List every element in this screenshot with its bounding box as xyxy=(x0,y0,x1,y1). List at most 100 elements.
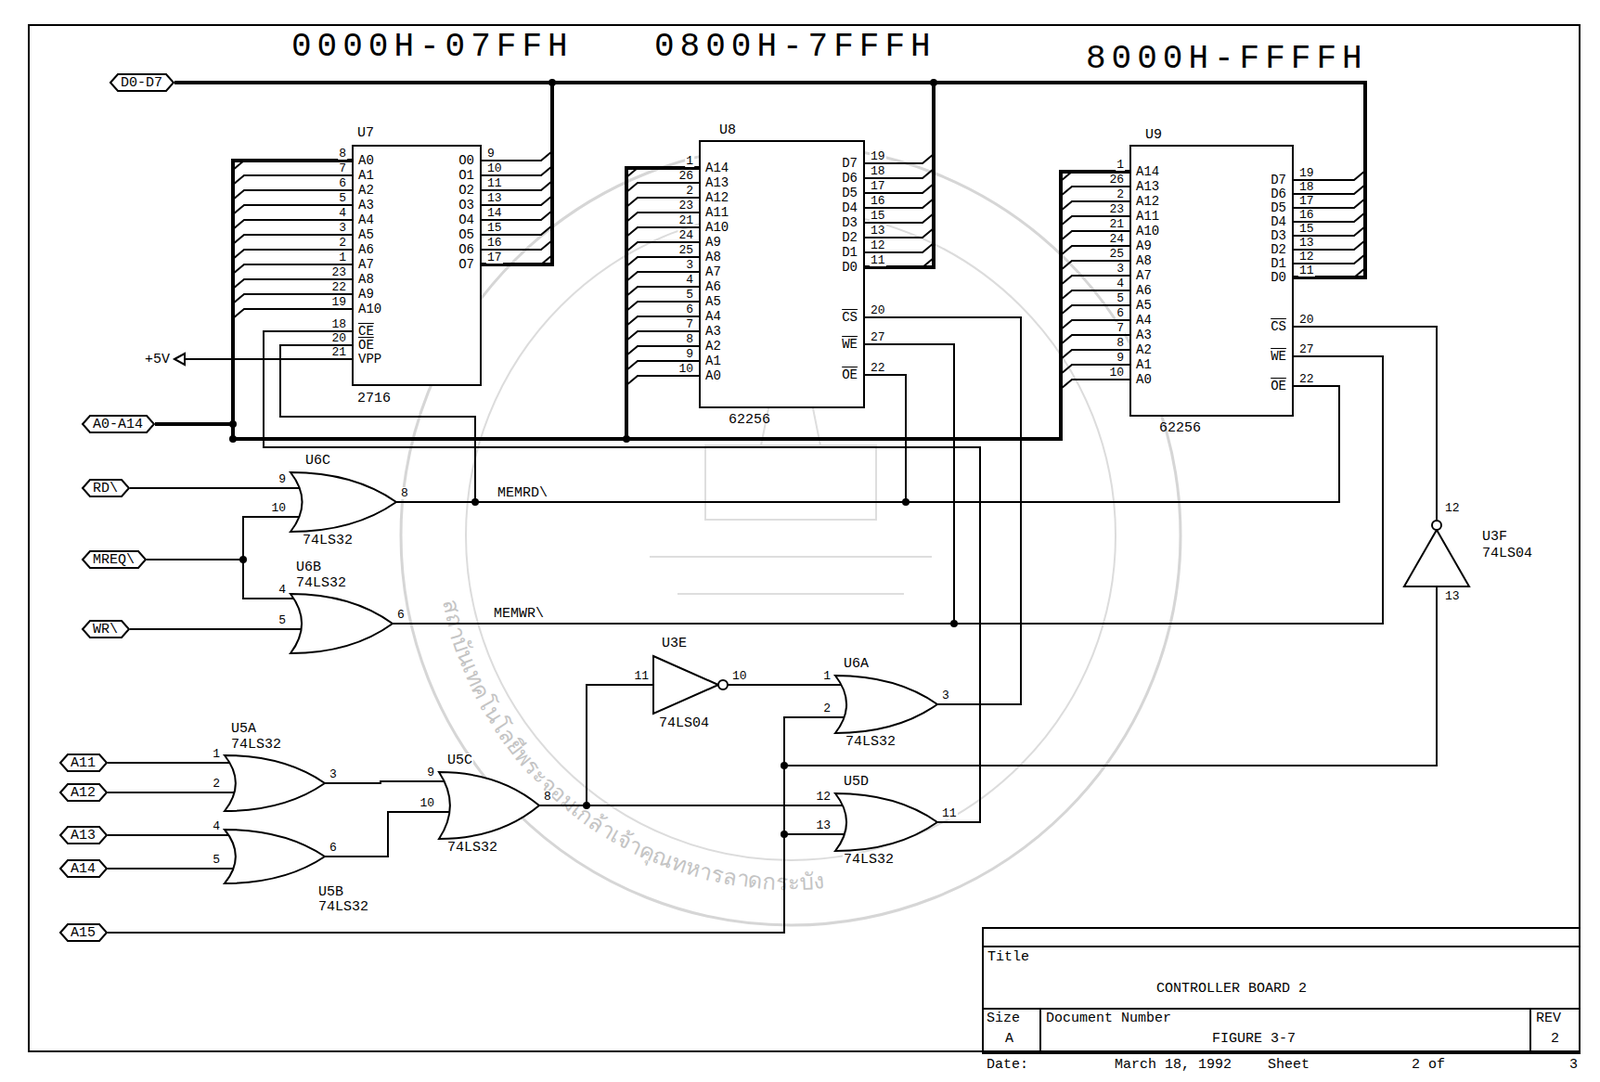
port-name: A12 xyxy=(70,786,96,800)
pin-name: A0 xyxy=(705,369,722,383)
pin-number: 15 xyxy=(486,221,504,234)
wire xyxy=(154,160,352,425)
port-connector: MREQ\ xyxy=(81,550,147,569)
pin-name: D6 xyxy=(1270,187,1287,201)
part-number: 74LS04 xyxy=(1481,546,1534,561)
memory-chip: U8A14A13A12A11A10A9A8A7A6A5A4A3A2A1A0D7D… xyxy=(698,140,865,409)
pin-name: D2 xyxy=(841,231,858,245)
pin-number: 26 xyxy=(1108,173,1125,186)
pin-stub xyxy=(232,309,352,319)
pin-number: 17 xyxy=(869,180,887,193)
pin-number: 10 xyxy=(418,797,436,810)
memory-chip: U7A0A1A2A3A4A5A6A7A8A9A10CEOEVPPO0O1O2O3… xyxy=(351,144,482,387)
pin-name: D1 xyxy=(841,245,858,259)
title-block-cell: Sheet xyxy=(1266,1058,1311,1072)
inverter-gate: U3F74LS04 xyxy=(1403,520,1471,588)
pin-number: 14 xyxy=(486,206,504,220)
gate-name: U5A xyxy=(230,722,258,736)
pin-number: 8 xyxy=(542,790,553,803)
port-name: A11 xyxy=(70,756,96,771)
or-gate-symbol xyxy=(835,675,938,734)
pin-number: 22 xyxy=(330,281,348,294)
pin-number: 21 xyxy=(677,214,695,227)
pin-name: CE xyxy=(358,324,375,338)
pin-number: 17 xyxy=(486,251,504,264)
pin-number: 16 xyxy=(1298,208,1316,221)
pin-number: 5 xyxy=(337,192,348,205)
pin-number: 13 xyxy=(814,819,832,832)
pin-name: A12 xyxy=(705,191,729,205)
pin-number: 1 xyxy=(1115,158,1125,171)
pin-name: D7 xyxy=(841,156,858,170)
title-block-cell: A xyxy=(1004,1032,1015,1046)
pin-number: 12 xyxy=(1298,250,1316,263)
pin-number: 2 xyxy=(684,184,695,197)
pin-name: A5 xyxy=(1135,298,1152,312)
or-gate-symbol xyxy=(835,793,938,852)
pin-stub xyxy=(232,219,352,230)
pin-number: 7 xyxy=(684,318,695,331)
part-number: 74LS04 xyxy=(658,716,710,731)
pin-number: 6 xyxy=(337,177,348,190)
pin-number: 4 xyxy=(337,206,348,220)
pin-name: O3 xyxy=(458,198,475,212)
inverter-gate: U3E74LS04 xyxy=(653,655,728,715)
pin-number: 13 xyxy=(1444,590,1461,603)
pin-name: OE xyxy=(1270,379,1287,393)
pin-stub xyxy=(232,249,352,259)
pin-number: 22 xyxy=(1298,373,1316,386)
pin-number: 9 xyxy=(684,348,695,361)
wire xyxy=(154,171,1130,439)
pin-name: OE xyxy=(841,368,858,382)
pin-name: D3 xyxy=(1270,229,1287,243)
signal-name: MEMWR\ xyxy=(492,606,545,621)
or-gate-symbol xyxy=(290,593,393,654)
pin-name: A8 xyxy=(358,272,375,286)
pin-number: 19 xyxy=(1298,167,1316,180)
wire xyxy=(324,781,439,784)
pin-name: O5 xyxy=(458,228,475,242)
title-block-cell: CONTROLLER BOARD 2 xyxy=(1155,981,1308,996)
pin-stub xyxy=(1060,379,1130,389)
pin-number: 11 xyxy=(632,670,650,683)
pin-number: 6 xyxy=(1115,307,1125,320)
wire xyxy=(864,317,1021,705)
port-name: RD\ xyxy=(92,481,118,496)
or-gate-symbol xyxy=(290,472,397,532)
title-block-cell: Document Number xyxy=(1045,1011,1173,1026)
part-number: 74LS32 xyxy=(844,735,897,749)
pin-name: A2 xyxy=(705,339,722,353)
signal-name: +5V xyxy=(143,352,171,367)
pin-number: 1 xyxy=(684,154,695,168)
pin-number: 15 xyxy=(869,209,887,222)
memory-chip: U9A14A13A12A11A10A9A8A7A6A5A4A3A2A1A0D7D… xyxy=(1129,144,1294,417)
gate-name: U5D xyxy=(842,774,870,789)
pin-name: A5 xyxy=(358,228,375,242)
pin-name: O4 xyxy=(458,213,475,227)
port-connector: A12 xyxy=(59,783,108,802)
pin-number: 20 xyxy=(1298,313,1316,326)
title-block-cell: Date: xyxy=(985,1058,1030,1072)
pin-number: 3 xyxy=(941,689,951,702)
pin-number: 22 xyxy=(869,361,887,375)
pin-number: 27 xyxy=(1298,343,1316,356)
pin-number: 13 xyxy=(869,224,887,237)
pin-name: WE xyxy=(841,337,858,351)
wire xyxy=(129,487,291,490)
pin-name: O0 xyxy=(458,154,475,168)
pin-name: A1 xyxy=(358,168,375,182)
pin-name: A2 xyxy=(1135,343,1152,357)
pin-number: 1 xyxy=(211,748,221,761)
title-block-cell: 2 of xyxy=(1410,1058,1446,1072)
or-gate: U5D74LS32 xyxy=(835,793,938,852)
port-name: MREQ\ xyxy=(92,553,135,568)
pin-number: 3 xyxy=(337,221,348,234)
pin-number: 10 xyxy=(486,162,504,175)
gate-name: U3E xyxy=(660,636,688,651)
or-gate: U6C74LS32 xyxy=(290,472,397,532)
pin-number: 17 xyxy=(1298,194,1316,207)
pin-number: 3 xyxy=(1115,262,1125,275)
wire xyxy=(392,344,955,624)
pin-name: A6 xyxy=(1135,283,1152,297)
port-connector: A11 xyxy=(59,753,108,773)
